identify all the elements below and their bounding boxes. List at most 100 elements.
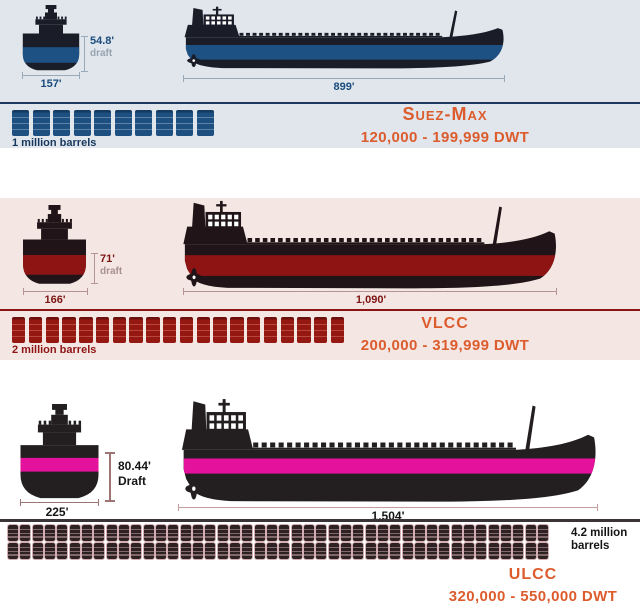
oil-barrel-icon bbox=[32, 543, 43, 559]
oil-barrel-icon bbox=[79, 317, 93, 343]
oil-barrel-icon bbox=[246, 317, 261, 343]
oil-barrel-icon bbox=[538, 525, 549, 541]
oil-barrel-icon bbox=[464, 543, 475, 559]
oil-barrel-icon bbox=[451, 525, 462, 541]
oil-barrel-icon bbox=[81, 525, 92, 541]
oil-barrel-icon bbox=[501, 543, 512, 559]
oil-barrel-icon bbox=[44, 543, 55, 559]
length-dimension-line bbox=[183, 75, 505, 82]
oil-barrel-icon bbox=[69, 543, 80, 559]
oil-barrel-icon bbox=[57, 543, 68, 559]
front-view-ship-suezmax bbox=[21, 5, 81, 73]
capacity-label: 1 million barrels bbox=[12, 137, 97, 149]
oil-barrel-icon bbox=[254, 543, 265, 559]
oil-barrel-icon bbox=[242, 543, 253, 559]
oil-barrel-icon bbox=[279, 525, 290, 541]
oil-barrel-icon bbox=[427, 543, 438, 559]
side-view-ship-ulcc bbox=[176, 398, 600, 506]
oil-barrel-icon bbox=[155, 525, 166, 541]
length-dimension-line bbox=[178, 504, 598, 511]
oil-barrel-icon bbox=[143, 543, 154, 559]
divider-line bbox=[0, 309, 640, 311]
oil-barrel-icon bbox=[316, 543, 327, 559]
oil-barrel-icon bbox=[20, 543, 31, 559]
oil-barrel-icon bbox=[525, 525, 536, 541]
oil-barrel-icon bbox=[538, 543, 549, 559]
class-block: Suez-Max 120,000 - 199,999 DWT bbox=[345, 104, 545, 146]
barrel-icons bbox=[8, 525, 549, 559]
oil-barrel-icon bbox=[263, 317, 278, 343]
oil-barrel-icon bbox=[476, 543, 487, 559]
beam-dimension-line bbox=[22, 72, 80, 79]
oil-barrel-icon bbox=[330, 317, 345, 343]
class-block: ULCC 320,000 - 550,000 DWT bbox=[433, 566, 633, 605]
divider-line bbox=[0, 102, 640, 104]
oil-barrel-icon bbox=[229, 543, 240, 559]
capacity-label: 4.2 million barrels bbox=[571, 527, 628, 552]
oil-barrel-icon bbox=[163, 317, 177, 343]
oil-barrel-icon bbox=[414, 543, 425, 559]
draft-value: 54.8' bbox=[90, 35, 115, 47]
oil-barrel-icon bbox=[377, 543, 388, 559]
oil-barrel-icon bbox=[254, 525, 265, 541]
oil-barrel-icon bbox=[217, 525, 228, 541]
oil-barrel-icon bbox=[451, 543, 462, 559]
oil-barrel-icon bbox=[8, 543, 18, 559]
draft-dimension-line bbox=[105, 452, 115, 502]
capacity-label: 2 million barrels bbox=[12, 344, 97, 356]
oil-barrel-icon bbox=[155, 543, 166, 559]
oil-barrel-icon bbox=[353, 543, 364, 559]
class-name: VLCC bbox=[421, 315, 469, 332]
dwt-range: 120,000 - 199,999 DWT bbox=[360, 129, 530, 146]
oil-barrel-icon bbox=[131, 525, 142, 541]
draft-dimension-line bbox=[91, 253, 98, 284]
oil-barrel-icon bbox=[192, 525, 203, 541]
oil-barrel-icon bbox=[28, 317, 43, 343]
oil-barrel-icon bbox=[12, 317, 26, 343]
oil-barrel-icon bbox=[328, 543, 339, 559]
oil-barrel-icon bbox=[81, 543, 92, 559]
oil-barrel-icon bbox=[12, 110, 29, 136]
length-label: 1,090' bbox=[355, 294, 387, 306]
oil-barrel-icon bbox=[476, 525, 487, 541]
oil-barrel-icon bbox=[402, 525, 413, 541]
oil-barrel-icon bbox=[180, 525, 191, 541]
oil-barrel-icon bbox=[230, 317, 244, 343]
oil-barrel-icon bbox=[213, 317, 227, 343]
oil-barrel-icon bbox=[196, 317, 210, 343]
oil-barrel-icon bbox=[280, 317, 294, 343]
oil-barrel-icon bbox=[32, 525, 43, 541]
oil-barrel-icon bbox=[168, 543, 179, 559]
oil-barrel-icon bbox=[73, 110, 91, 136]
oil-barrel-icon bbox=[488, 543, 499, 559]
length-label: 899' bbox=[333, 81, 355, 93]
oil-barrel-icon bbox=[196, 110, 214, 136]
front-view-ship-vlcc bbox=[21, 205, 88, 287]
oil-barrel-icon bbox=[439, 525, 450, 541]
side-view-ship-suezmax bbox=[180, 6, 507, 71]
oil-barrel-icon bbox=[279, 543, 290, 559]
oil-barrel-icon bbox=[143, 525, 154, 541]
oil-barrel-icon bbox=[129, 317, 143, 343]
draft-value: 71' bbox=[100, 253, 115, 265]
oil-barrel-icon bbox=[297, 317, 311, 343]
oil-barrel-icon bbox=[328, 525, 339, 541]
oil-barrel-icon bbox=[390, 543, 401, 559]
draft-caption: draft bbox=[100, 266, 123, 277]
divider-line bbox=[0, 519, 640, 522]
oil-barrel-icon bbox=[316, 525, 327, 541]
oil-barrel-icon bbox=[513, 525, 524, 541]
dwt-range: 320,000 - 550,000 DWT bbox=[448, 588, 618, 605]
class-block: VLCC 200,000 - 319,999 DWT bbox=[345, 315, 545, 354]
class-name: Suez-Max bbox=[402, 104, 488, 124]
oil-barrel-icon bbox=[402, 543, 413, 559]
oil-barrel-icon bbox=[146, 317, 160, 343]
oil-barrel-icon bbox=[95, 317, 110, 343]
class-name: ULCC bbox=[508, 566, 558, 583]
oil-barrel-icon bbox=[314, 317, 328, 343]
oil-barrel-icon bbox=[94, 110, 111, 136]
length-dimension-line bbox=[183, 288, 557, 295]
oil-barrel-icon bbox=[340, 525, 351, 541]
